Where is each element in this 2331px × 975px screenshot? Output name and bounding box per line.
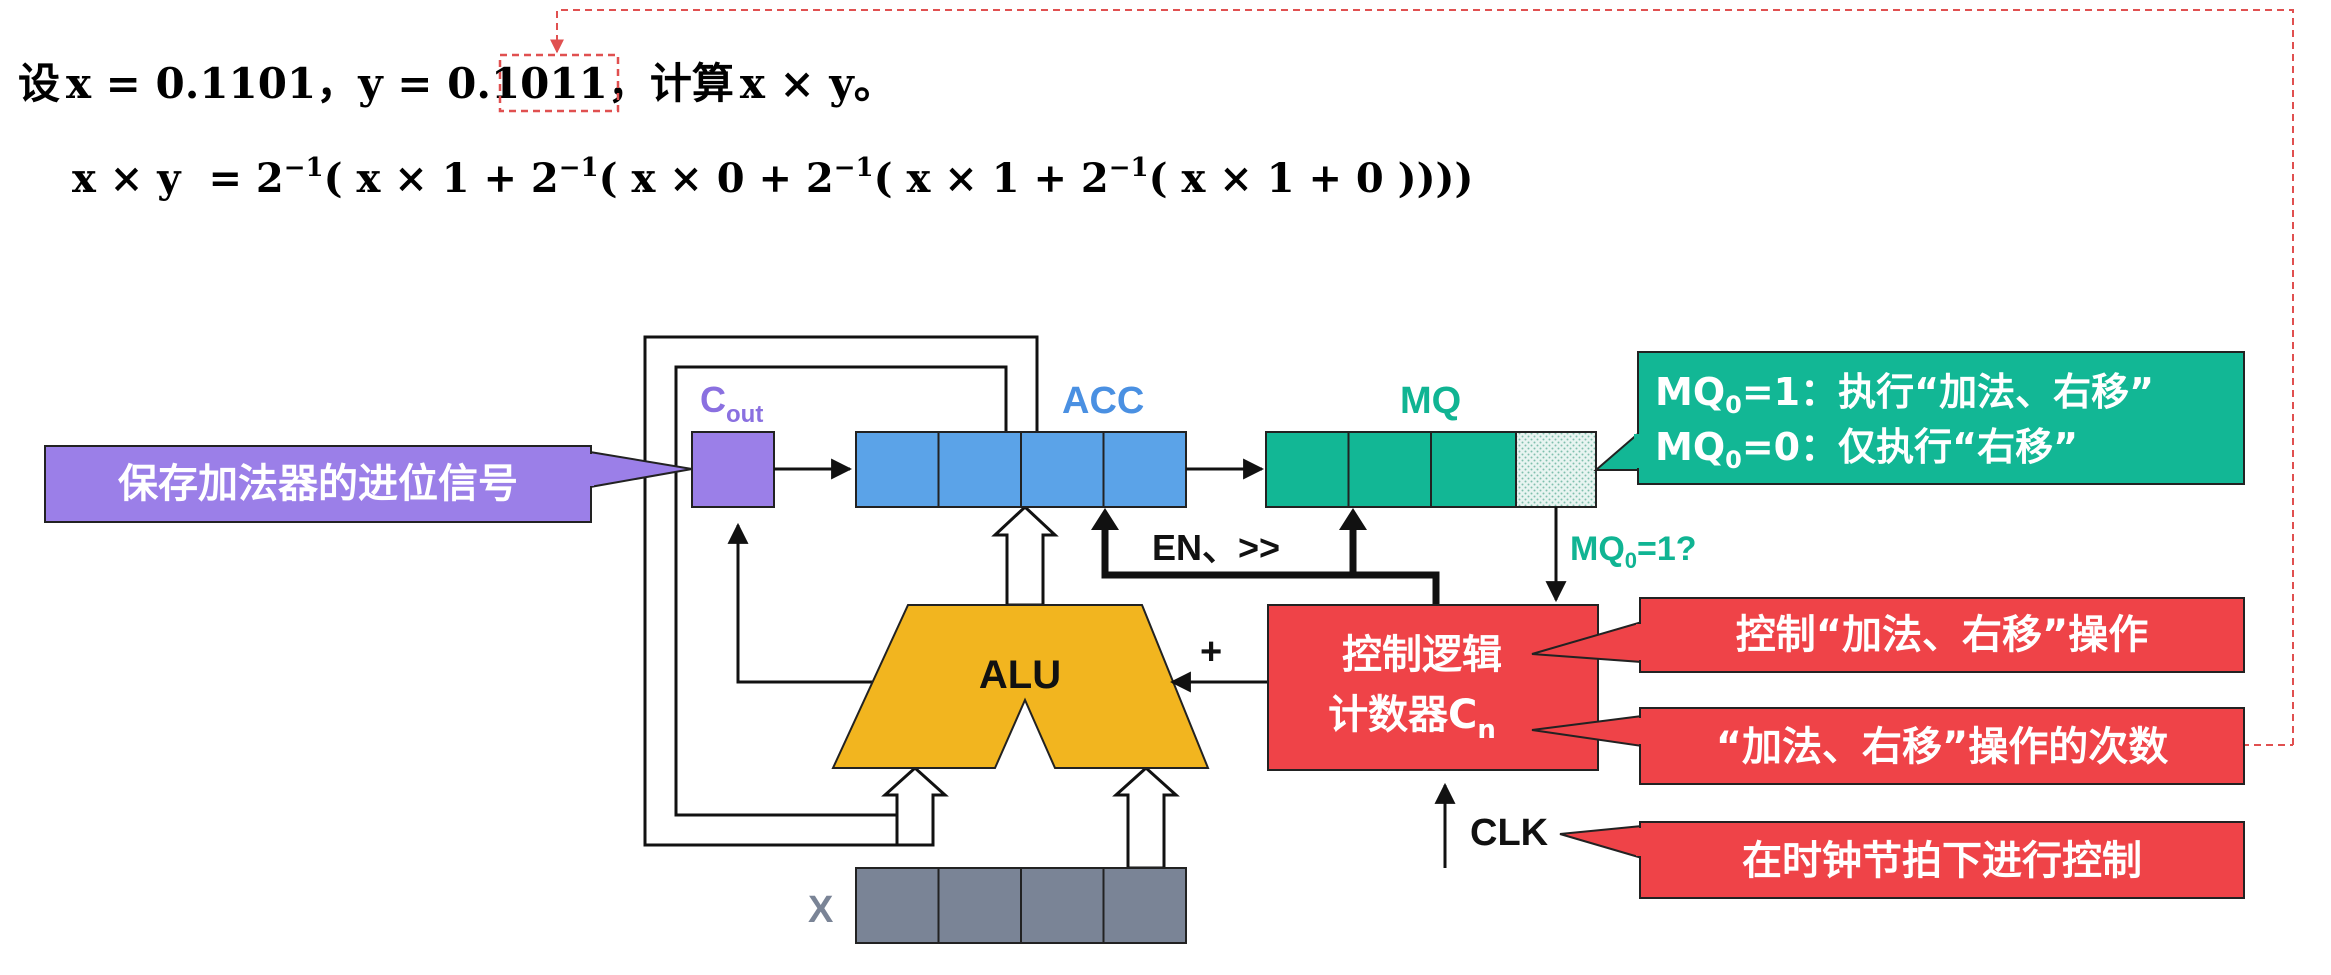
inner-feedback-wire [674,365,1008,817]
formula-part: ( x × 0 + 2 [599,155,834,202]
acc-label: ACC [1062,380,1144,422]
counter-label: 计数器Cn [1328,692,1496,745]
alu [831,604,1210,769]
formula-part: ( x × 1 + 2 [324,155,559,202]
add-signal-label: + [1200,631,1222,673]
mq0-query-label: MQ0=1? [1570,530,1697,573]
hollow-arrow-x-to-alu [1112,765,1180,870]
hollow-arrow-alu-to-acc [991,504,1059,607]
control-callout [1531,597,2245,673]
mq-callout [1593,351,2245,485]
y-value-prefix: y = 0. [357,59,491,108]
highlight-box [498,53,620,113]
en-arrow-mq [1339,508,1367,530]
formula-part: = 2 [208,155,283,202]
formula-exponent: −1 [284,153,324,183]
formula-exponent: −1 [834,153,874,183]
mq0-bit [1515,431,1597,508]
clk-callout-text: 在时钟节拍下进行控制 [1742,838,2142,884]
acc-register [855,431,1187,508]
separator: ， [608,59,650,108]
formula-exponent: −1 [559,153,599,183]
count-callout [1531,707,2245,785]
mq-callout-line1: MQ0=1：执行“加法、右移” [1655,370,2154,419]
clk-label: CLK [1470,812,1549,854]
mq-label: MQ [1400,380,1461,422]
mq-register [1265,431,1597,508]
alu-to-cout-arrow [727,522,880,684]
clk-callout [1559,821,2245,899]
x-register [855,867,1187,944]
cout-callout [44,445,693,523]
control-logic-block [1267,604,1599,771]
formula-part: ( x × 1 + 2 [874,155,1109,202]
en-arrow-acc [1091,508,1119,530]
y-value-fraction: 1011 [491,59,608,108]
period: 。 [854,59,896,108]
alu-label: ALU [979,653,1061,697]
product-expr: x × y [740,59,855,108]
formula-part: ( x × 1 + 0 )))) [1149,155,1474,202]
cout-register [691,431,775,508]
mq-callout-line2: MQ0=0：仅执行“右移” [1655,425,2078,474]
formula: x × y= 2−1( x × 1 + 2−1( x × 0 + 2−1( x … [72,153,1473,202]
highlight-connector [550,9,2294,745]
en-shift-bus [1101,520,1440,605]
formula-exponent: −1 [1109,153,1149,183]
x-value: x = 0.1101 [66,59,316,108]
x-label: X [808,889,834,931]
formula-lhs: x × y [72,155,182,202]
cout-callout-text: 保存加法器的进位信号 [118,461,518,507]
en-shift-label: EN、>> [1152,527,1280,568]
hollow-arrow-alu-left [881,765,949,847]
control-logic-label: 控制逻辑 [1342,632,1502,678]
separator: ， [316,59,358,108]
control-callout-text: 控制“加法、右移”操作 [1736,612,2149,658]
compute-word: 计算 [650,59,734,108]
count-callout-text: “加法、右移”操作的次数 [1716,724,2169,770]
cout-label: Cout [700,379,763,428]
problem-prefix: 设 [18,59,60,108]
